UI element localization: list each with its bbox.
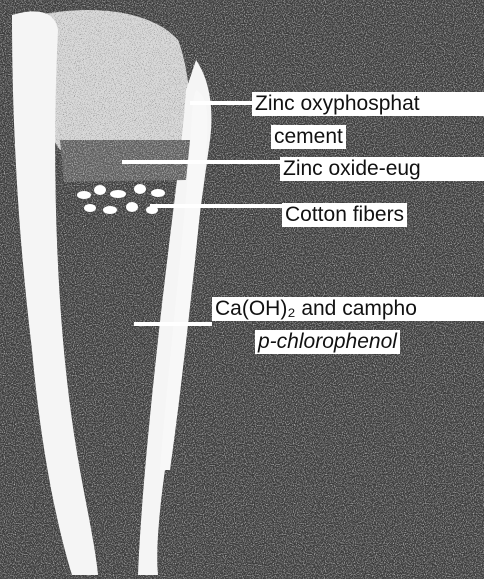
label-calcium-hydroxide: Ca(OH)₂ and campho bbox=[212, 297, 484, 321]
label-cotton-fibers: Cotton fibers bbox=[282, 203, 407, 227]
label-p-chlorophenol: p-chlorophenol bbox=[255, 330, 400, 354]
label-zinc-oxyphosphate: Zinc oxyphosphat bbox=[252, 92, 484, 116]
label-zinc-oxyphosphate-cement: cement bbox=[271, 125, 346, 149]
label-zinc-oxide-eugenol: Zinc oxide-eug bbox=[280, 157, 484, 181]
